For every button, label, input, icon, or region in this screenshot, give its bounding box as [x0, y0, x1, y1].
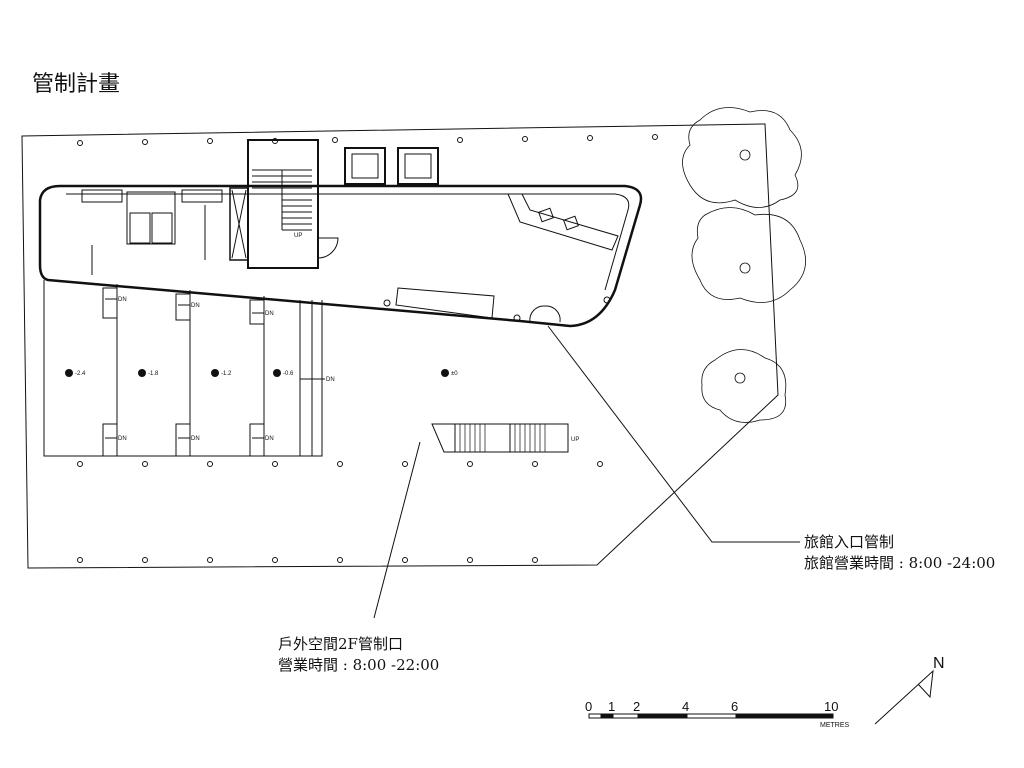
elevator	[397, 147, 439, 185]
dn-label: DN	[118, 297, 127, 303]
level-marker: -0.6	[283, 371, 294, 377]
scale-tick: 1	[608, 699, 615, 714]
leader-line-hotel	[547, 325, 800, 543]
outdoor-stair	[431, 423, 569, 453]
level-marker: -2.4	[75, 371, 86, 377]
stair-up-label-outdoor: UP	[571, 437, 579, 443]
site-boundary	[21, 123, 779, 569]
scale-tick: 0	[585, 699, 592, 714]
north-label: N	[933, 655, 945, 672]
outdoor-2f-note: 戶外空間2F管制口 營業時間 : 8:00 -22:00	[278, 634, 439, 676]
outdoor-2f-title: 戶外空間2F管制口	[278, 635, 403, 653]
dn-label: DN	[265, 436, 274, 442]
hotel-hours: 旅館營業時間 : 8:00 -24:00	[804, 554, 996, 572]
dn-label: DN	[326, 377, 335, 383]
scale-tick: 4	[682, 699, 689, 714]
dn-label: DN	[191, 436, 200, 442]
dn-label: DN	[191, 303, 200, 309]
hotel-entrance-title: 旅館入口管制	[804, 533, 895, 551]
stair-up-label-core: UP	[294, 233, 302, 239]
dn-label: DN	[265, 311, 274, 317]
entrance-door	[529, 305, 561, 323]
scale-tick: 2	[633, 699, 640, 714]
level-marker: -1.2	[221, 371, 232, 377]
level-marker: ±0	[451, 371, 458, 377]
hotel-entrance-note: 旅館入口管制 旅館營業時間 : 8:00 -24:00	[804, 532, 995, 574]
outdoor-hours: 營業時間 : 8:00 -22:00	[278, 656, 440, 674]
north-arrow	[874, 669, 934, 725]
scale-unit: METRES	[820, 722, 850, 729]
scale-tick: 10	[824, 699, 838, 714]
level-marker: -1.8	[148, 371, 159, 377]
page-title: 管制計畫	[32, 72, 121, 97]
leader-line-outdoor	[373, 441, 421, 619]
scale-tick: 6	[731, 699, 738, 714]
scale-bar	[588, 713, 834, 719]
building-outline	[38, 184, 643, 328]
elevator	[344, 147, 386, 185]
dn-label: DN	[118, 436, 127, 442]
tree-canopy	[682, 107, 807, 423]
stair-core	[247, 139, 319, 269]
